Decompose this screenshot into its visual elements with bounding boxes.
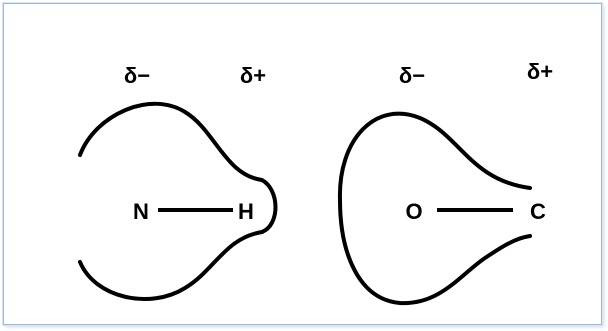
nh-cloud-lower — [78, 230, 264, 302]
oc-cloud — [337, 111, 532, 306]
nh-partial-negative-label: δ− — [124, 63, 150, 88]
nh-partial-positive-label: δ+ — [240, 63, 266, 88]
atom-o-label: O — [405, 199, 422, 224]
oc-dipole: O C δ− δ+ — [337, 59, 553, 306]
diagram-frame — [3, 3, 602, 325]
oc-partial-negative-label: δ− — [399, 63, 425, 88]
atom-c-label: C — [530, 199, 546, 224]
oc-partial-positive-label: δ+ — [527, 59, 553, 84]
atom-n-label: N — [133, 199, 149, 224]
nh-cloud-upper — [78, 101, 278, 234]
atom-h-label: H — [238, 199, 254, 224]
nh-dipole: N H δ− δ+ — [78, 63, 278, 302]
